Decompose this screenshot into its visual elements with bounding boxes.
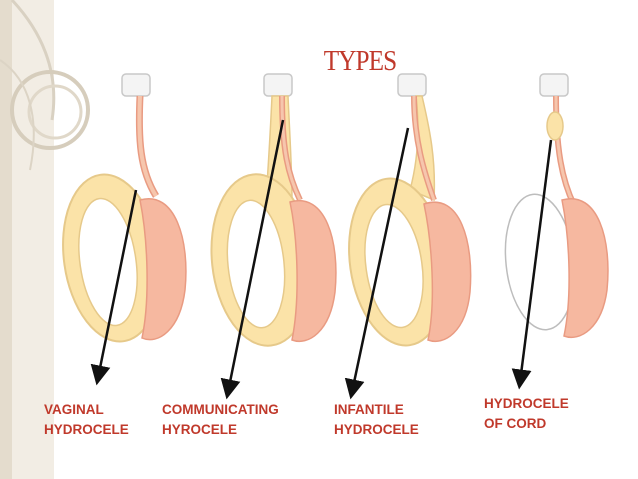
label-line-2: OF CORD [484, 416, 547, 431]
label-line-1: INFANTILE [334, 402, 404, 417]
label-line-1: VAGINAL [44, 402, 104, 417]
label-line-1: COMMUNICATING [162, 402, 279, 417]
label-line-2: HYROCELE [162, 422, 238, 437]
label-vaginal-hydrocele: VAGINAL HYDROCELE [44, 400, 129, 440]
decorative-swirl [0, 0, 90, 479]
label-line-1: HYDROCELE [484, 396, 569, 411]
label-line-2: HYDROCELE [44, 422, 129, 437]
label-line-2: HYDROCELE [334, 422, 419, 437]
diagram-vaginal-hydrocele [62, 73, 187, 386]
label-hydrocele-of-cord: HYDROCELE OF CORD [484, 394, 569, 434]
diagram-infantile-hydrocele [344, 73, 472, 400]
page-title: TYPES [323, 46, 397, 77]
label-communicating-hydrocele: COMMUNICATING HYROCELE [162, 400, 279, 440]
label-infantile-hydrocele: INFANTILE HYDROCELE [334, 400, 419, 440]
diagram-communicating-hydrocele [210, 73, 337, 400]
diagram-hydrocele-of-cord [504, 73, 609, 390]
